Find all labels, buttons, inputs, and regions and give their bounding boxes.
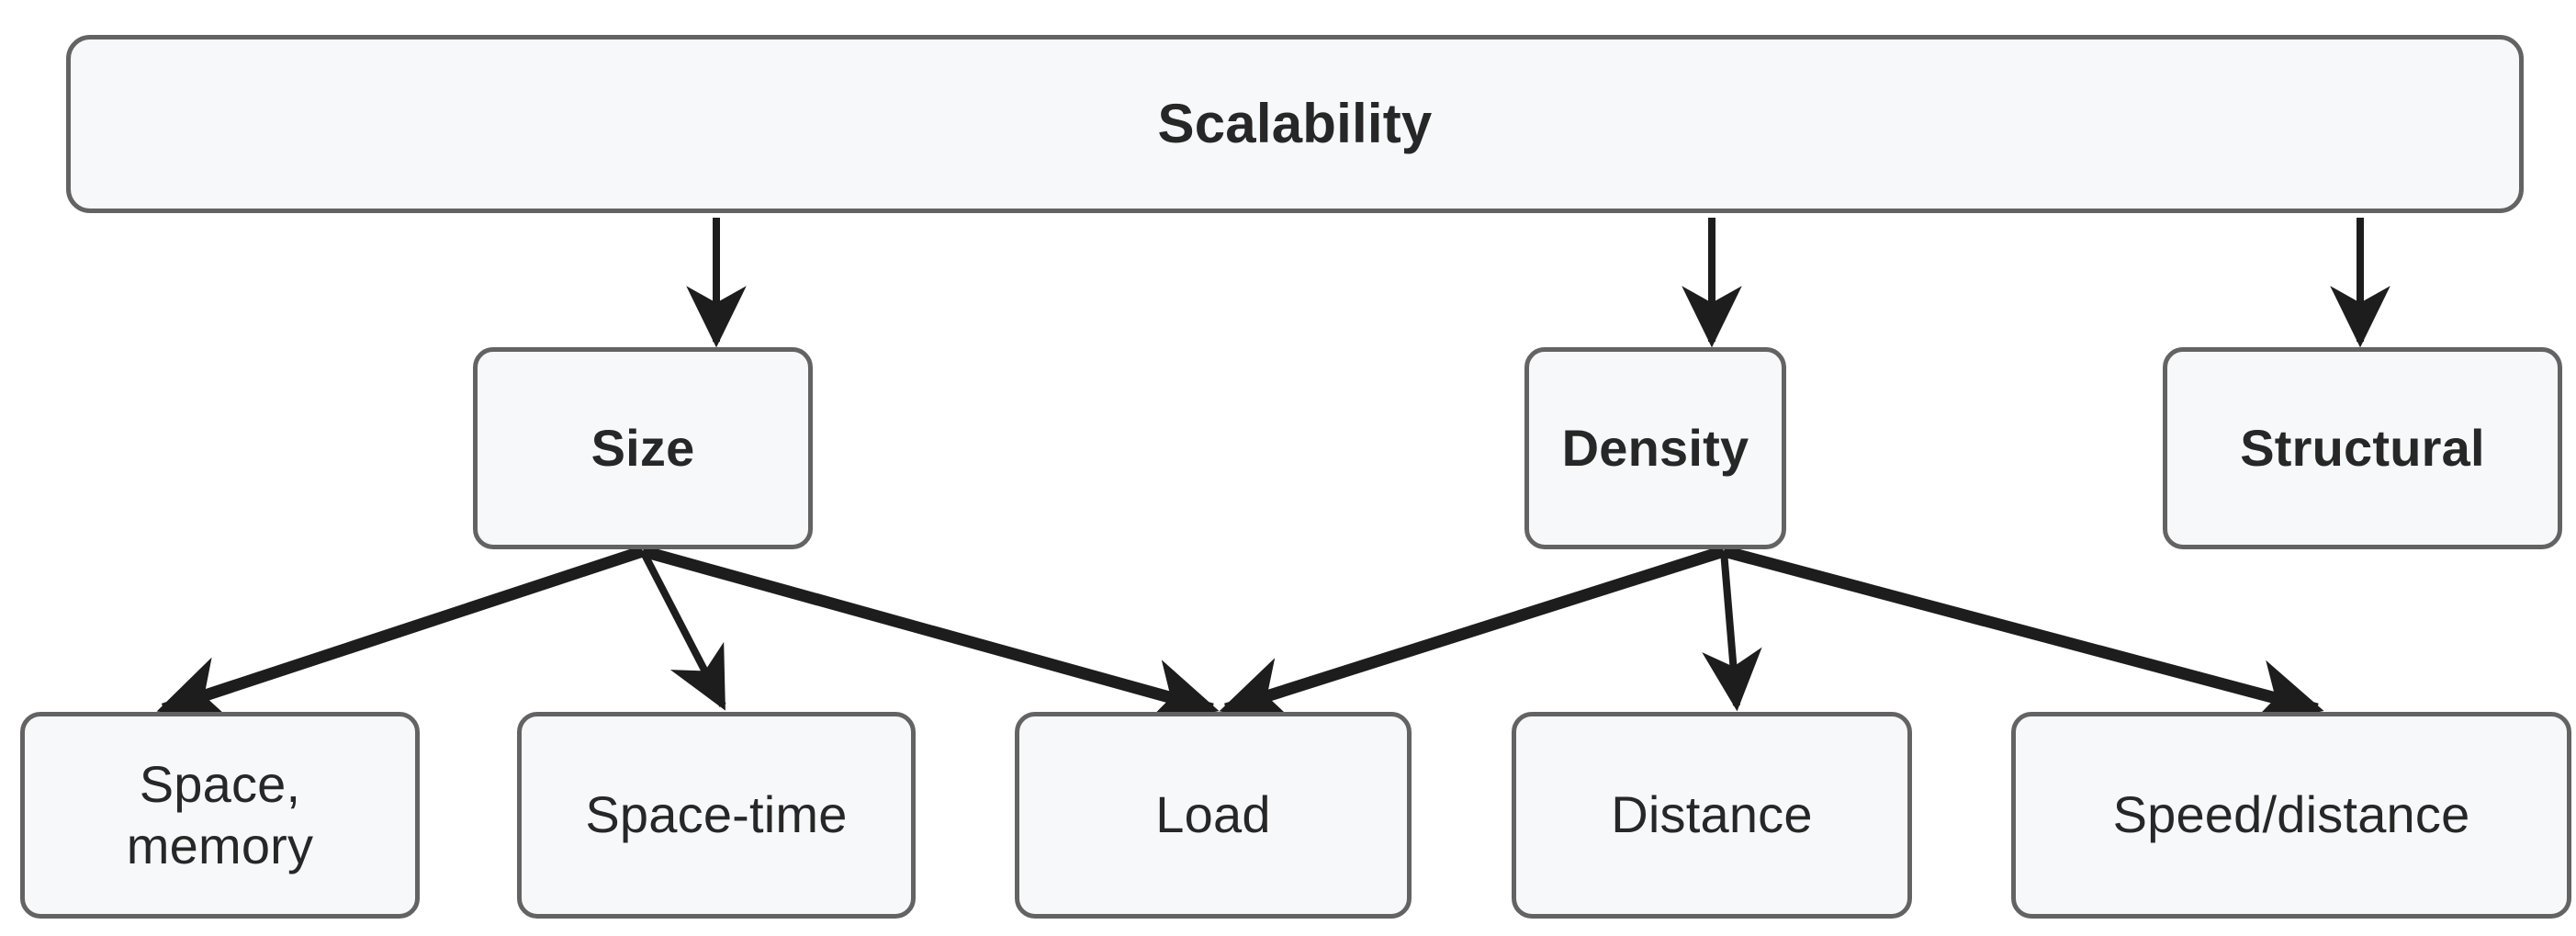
node-size-label: Size: [591, 418, 695, 477]
edge-density-to-speed-distance: [1722, 545, 2324, 727]
node-distance-label: Distance: [1611, 785, 1813, 844]
node-size[interactable]: Size: [473, 347, 813, 549]
node-scalability-label: Scalability: [1157, 92, 1433, 154]
node-scalability[interactable]: Scalability: [66, 35, 2524, 213]
node-speed-distance-label: Speed/distance: [2112, 785, 2470, 844]
node-density-label: Density: [1561, 418, 1749, 477]
node-space-memory[interactable]: Space, memory: [20, 712, 420, 919]
node-density[interactable]: Density: [1524, 347, 1786, 549]
node-load-label: Load: [1155, 785, 1271, 844]
edge-size-to-load: [641, 545, 1220, 726]
node-distance[interactable]: Distance: [1512, 712, 1912, 919]
node-load[interactable]: Load: [1015, 712, 1412, 919]
edge-density-to-distance: [1702, 550, 1762, 712]
node-structural-label: Structural: [2240, 418, 2485, 477]
node-space-memory-label: Space, memory: [126, 755, 314, 874]
node-space-time-label: Space-time: [585, 785, 848, 844]
edge-density-to-load: [1219, 545, 1726, 723]
node-space-time[interactable]: Space-time: [517, 712, 916, 919]
node-speed-distance[interactable]: Speed/distance: [2011, 712, 2571, 919]
node-structural[interactable]: Structural: [2163, 347, 2562, 549]
edge-size-to-space-memory: [156, 545, 646, 723]
edge-size-to-space-time: [639, 549, 726, 711]
